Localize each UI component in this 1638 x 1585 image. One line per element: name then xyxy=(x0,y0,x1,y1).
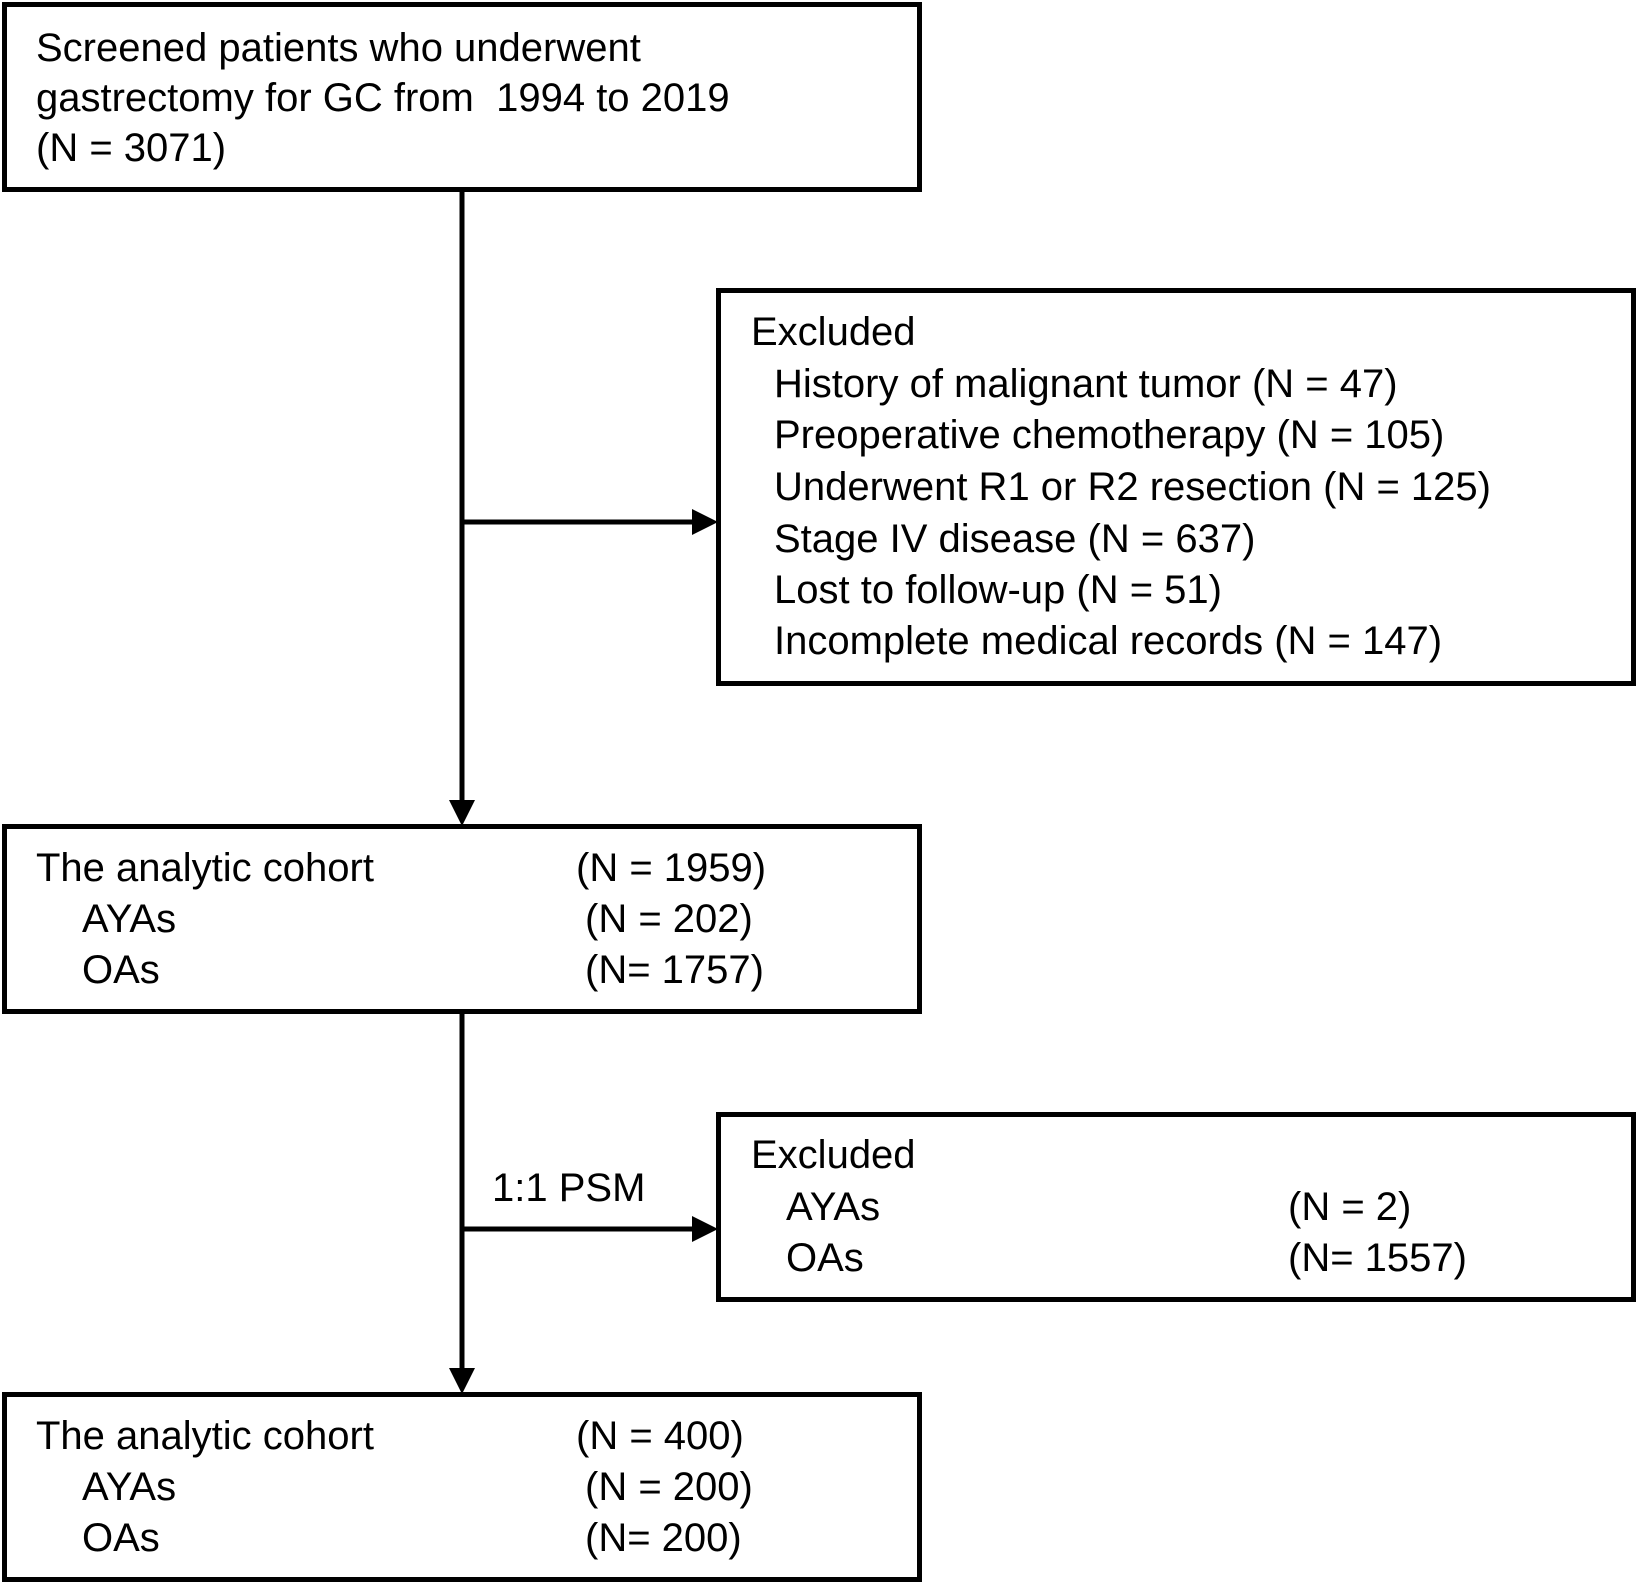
cohort-1-total: (N = 1959) xyxy=(576,846,767,890)
exclusion-2-oas-n: (N= 1557) xyxy=(1288,1236,1467,1280)
exclusion-2-ayas-label: AYAs xyxy=(786,1185,881,1229)
exclusion-1-item: History of malignant tumor (N = 47) xyxy=(774,362,1398,406)
exclusion-2-ayas-n: (N = 2) xyxy=(1288,1185,1412,1229)
arrowhead-to-exclusion2 xyxy=(692,1216,718,1242)
cohort-2-ayas-n: (N = 200) xyxy=(585,1465,753,1509)
cohort-2-title: The analytic cohort xyxy=(36,1414,374,1458)
cohort-box-1 xyxy=(2,824,922,1014)
screening-line-2: gastrectomy for GC from 1994 to 2019 xyxy=(36,76,730,120)
exclusion-1-item: Preoperative chemotherapy (N = 105) xyxy=(774,413,1445,457)
exclusion-1-item: Lost to follow-up (N = 51) xyxy=(774,568,1222,612)
arrowhead-to-cohort2 xyxy=(449,1368,475,1394)
arrowhead-to-cohort1 xyxy=(449,800,475,826)
cohort-box-2 xyxy=(2,1392,922,1582)
cohort-2-oas-label: OAs xyxy=(82,1516,160,1560)
exclusion-box-1 xyxy=(716,288,1636,686)
screening-box xyxy=(2,2,922,192)
cohort-1-ayas-label: AYAs xyxy=(82,897,177,941)
cohort-2-oas-n: (N= 200) xyxy=(585,1516,742,1560)
cohort-1-oas-n: (N= 1757) xyxy=(585,948,764,992)
cohort-1-ayas-n: (N = 202) xyxy=(585,897,753,941)
screening-line-3: (N = 3071) xyxy=(36,126,227,170)
cohort-2-ayas-label: AYAs xyxy=(82,1465,177,1509)
exclusion-2-oas-label: OAs xyxy=(786,1236,864,1280)
cohort-1-oas-label: OAs xyxy=(82,948,160,992)
exclusion-1-item: Incomplete medical records (N = 147) xyxy=(774,619,1443,663)
arrowhead-to-exclusion1 xyxy=(692,509,718,535)
exclusion-1-item: Underwent R1 or R2 resection (N = 125) xyxy=(774,465,1491,509)
psm-label: 1:1 PSM xyxy=(492,1166,646,1210)
exclusion-1-title: Excluded xyxy=(751,310,916,354)
exclusion-1-item: Stage IV disease (N = 637) xyxy=(774,517,1256,561)
cohort-2-total: (N = 400) xyxy=(576,1414,744,1458)
cohort-1-title: The analytic cohort xyxy=(36,846,374,890)
exclusion-box-2 xyxy=(716,1112,1636,1302)
screening-line-1: Screened patients who underwent xyxy=(36,26,641,70)
exclusion-2-title: Excluded xyxy=(751,1133,916,1177)
